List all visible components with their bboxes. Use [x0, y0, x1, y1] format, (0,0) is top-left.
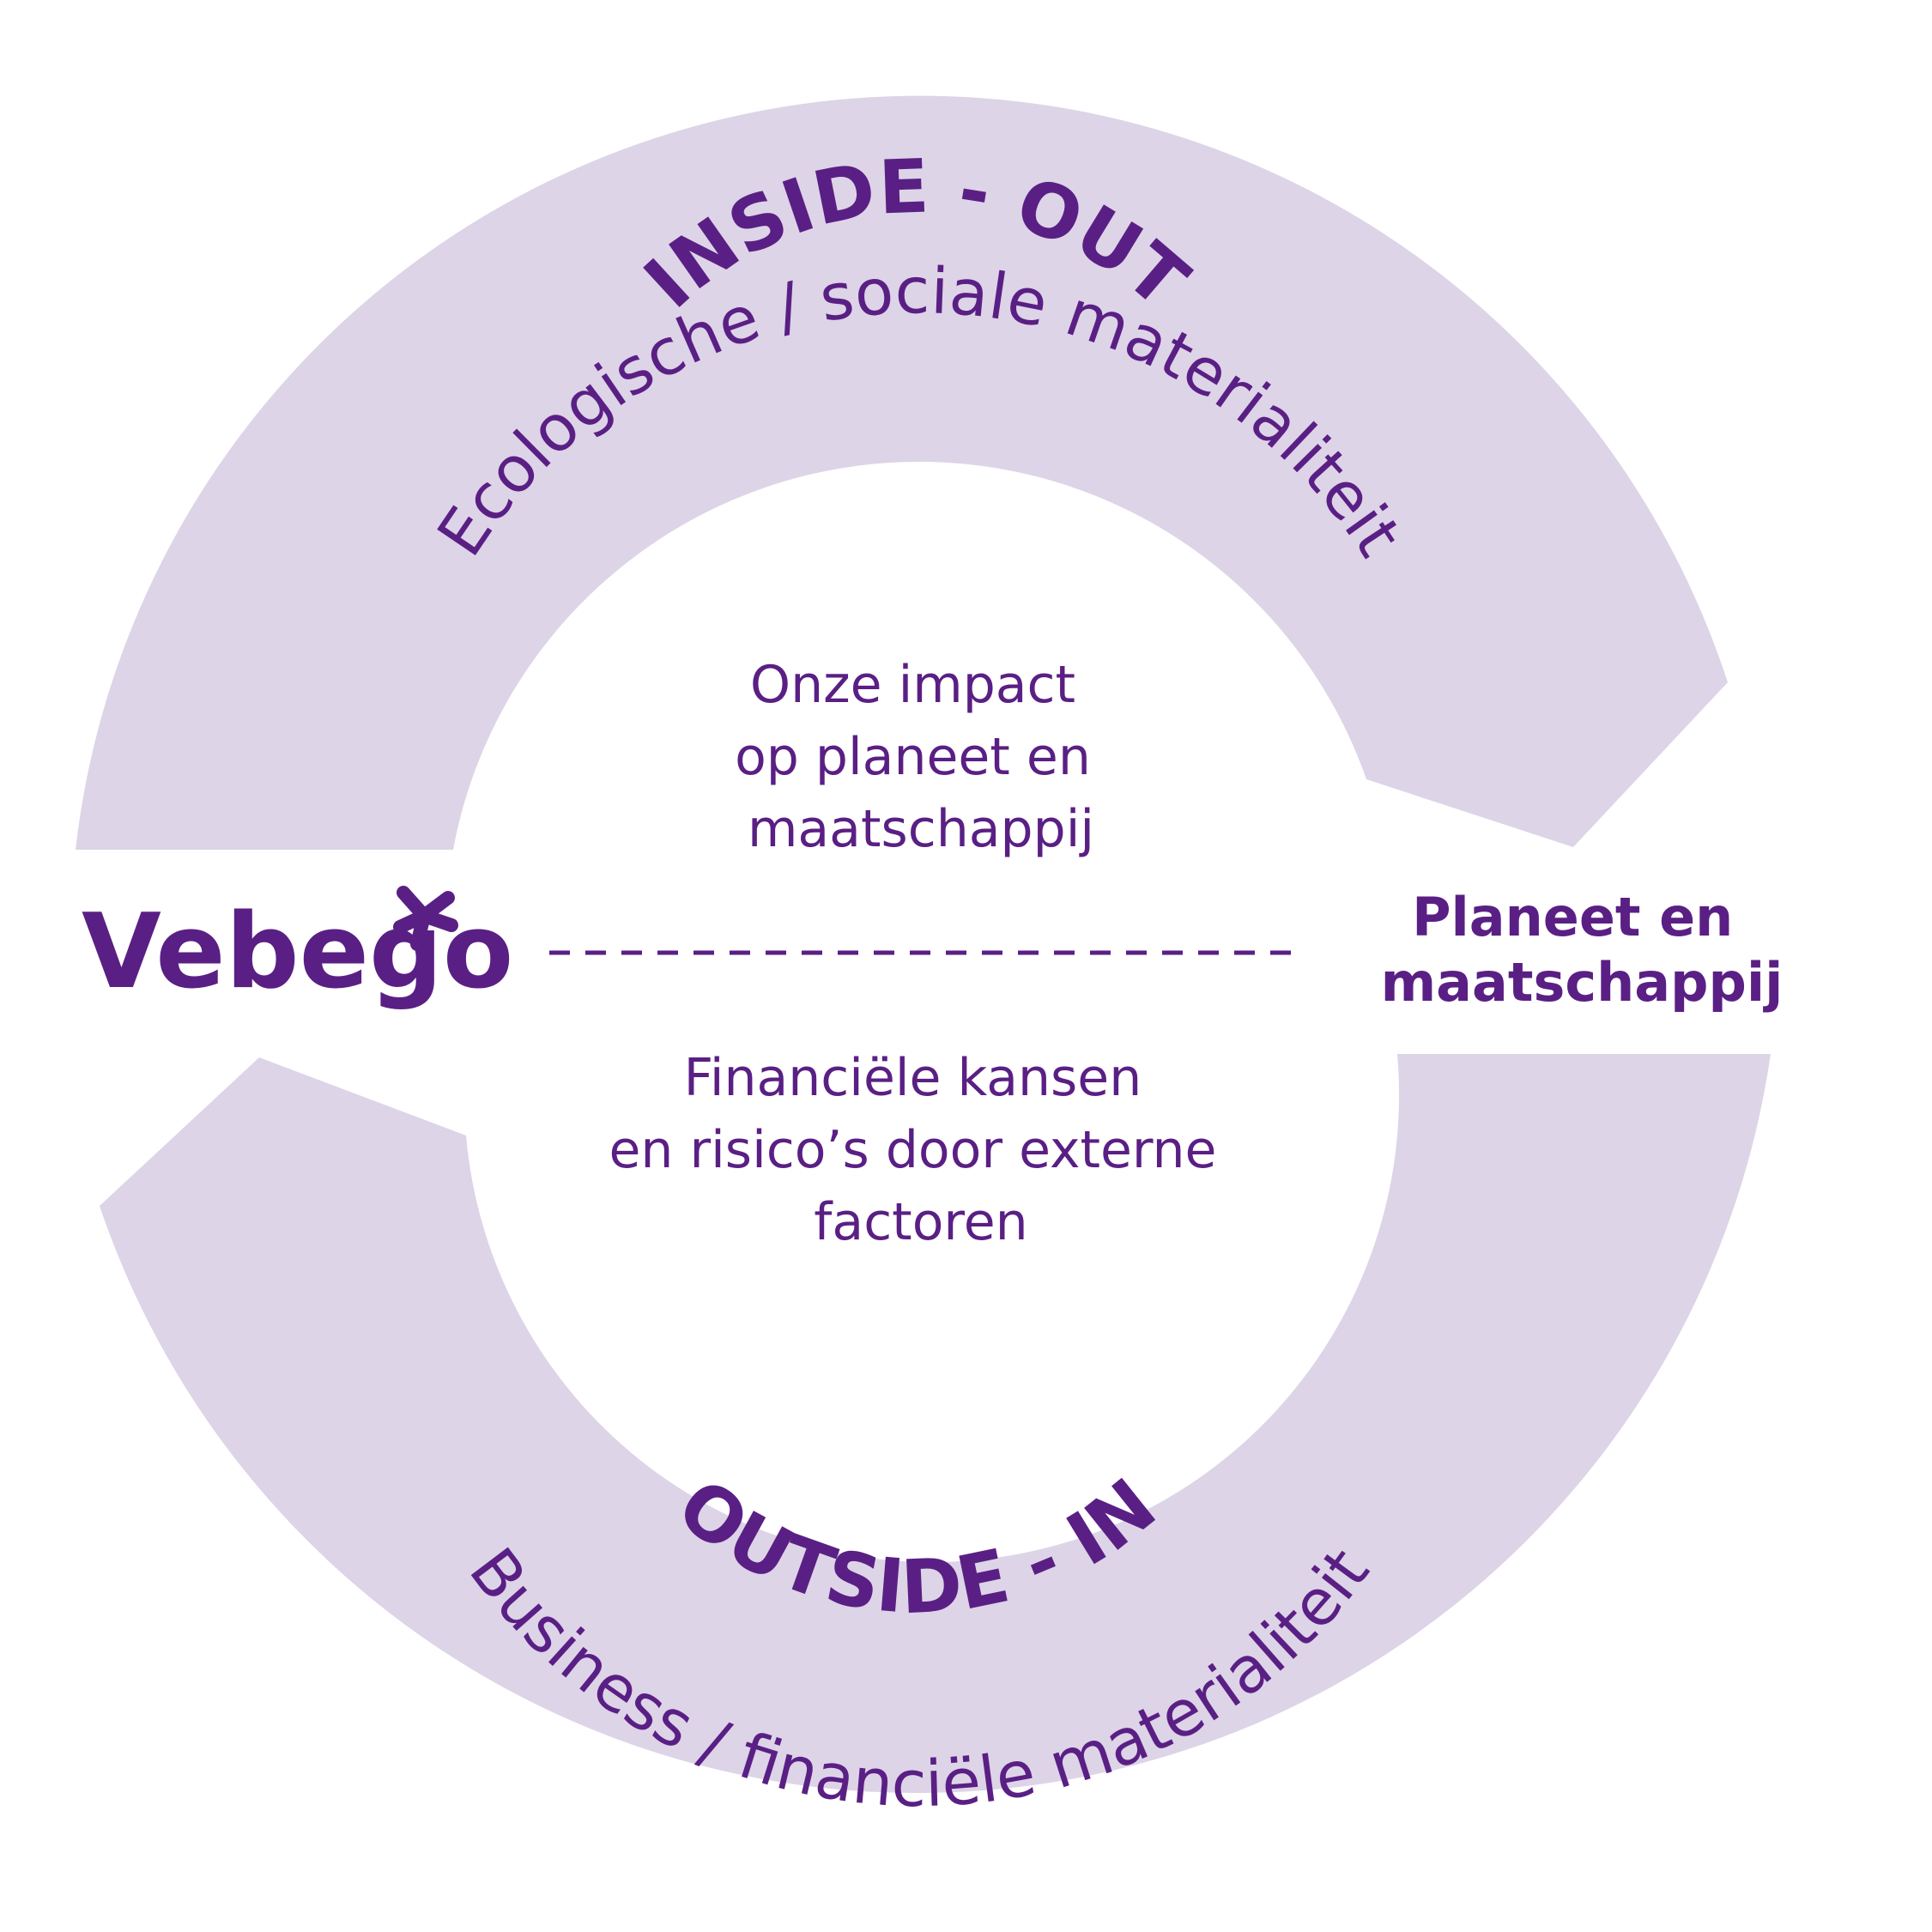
planet-label-line-2: maatschappij — [1381, 951, 1784, 1014]
logo-wordmark: Vebego — [82, 893, 513, 1012]
financial-line-2: en risico’s door externe — [609, 1120, 1216, 1180]
outside-in-arrow-band — [100, 1054, 1771, 1794]
asterisk-logo-icon — [393, 886, 458, 951]
financial-text: Financiële kansen en risico’s door exter… — [609, 1048, 1232, 1252]
impact-line-2: op planeet en — [735, 727, 1091, 787]
financial-line-3: factoren — [814, 1192, 1027, 1252]
inside-out-arrow-band — [76, 95, 1728, 851]
planet-society-label: Planeet en maatschappij — [1381, 886, 1784, 1014]
impact-line-1: Onze impact — [750, 655, 1075, 715]
vebego-logo: Vebego — [82, 886, 513, 1012]
financial-line-1: Financiële kansen — [684, 1048, 1142, 1108]
impact-text: Onze impact op planeet en maatschappij — [735, 655, 1107, 859]
planet-label-line-1: Planeet en — [1412, 886, 1733, 948]
impact-line-3: maatschappij — [748, 799, 1094, 859]
